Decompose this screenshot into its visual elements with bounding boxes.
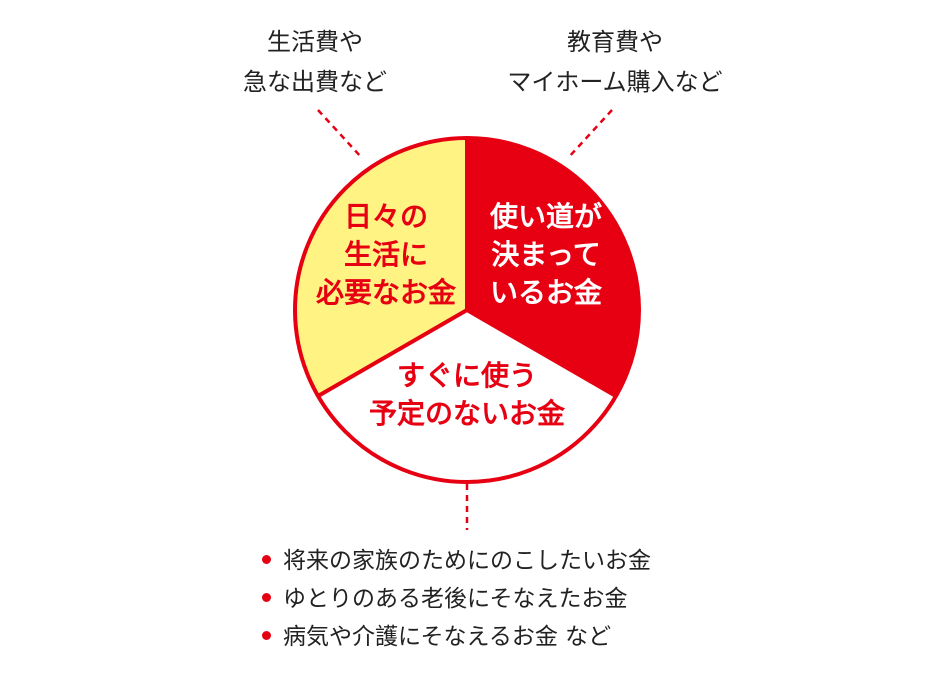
callout-education-home-line2: マイホーム購入など <box>507 68 723 96</box>
list-item-text: 将来の家族のためにのこしたいお金 <box>283 548 651 574</box>
savings-examples-list: 将来の家族のためにのこしたいお金 ゆとりのある老後にそなえたお金 病気や介護にそ… <box>262 542 651 656</box>
callout-education-home: 教育費や マイホーム購入など <box>470 22 760 102</box>
bullet-dot-icon <box>262 631 271 640</box>
connector-line-left <box>317 109 363 159</box>
list-item: ゆとりのある老後にそなえたお金 <box>262 580 651 618</box>
list-item: 将来の家族のためにのこしたいお金 <box>262 542 651 580</box>
label-daily-money-line2: 生活に <box>344 238 428 271</box>
label-unplanned-money-line1: すぐに使う <box>397 359 537 392</box>
divider-lower-left <box>317 308 469 398</box>
callout-living-expenses-line2: 急な出費など <box>243 68 387 96</box>
segment-daily-living-money <box>295 138 467 396</box>
bullet-dot-icon <box>262 593 271 602</box>
label-daily-money-line3: 必要なお金 <box>316 276 457 309</box>
segment-planned-use-money <box>467 138 639 396</box>
bullet-dot-icon <box>262 555 271 564</box>
callout-education-home-line1: 教育費や <box>567 28 663 56</box>
connector-line-right <box>567 109 613 159</box>
label-planned-money-line2: 決まって <box>491 238 600 271</box>
divider-lower-right <box>465 308 617 398</box>
list-item: 病気や介護にそなえるお金 など <box>262 618 651 656</box>
label-unplanned-money-line2: 予定のないお金 <box>369 397 566 430</box>
callout-living-expenses: 生活費や 急な出費など <box>190 22 440 102</box>
list-item-text: 病気や介護にそなえるお金 など <box>283 624 612 650</box>
segment-unplanned-money <box>318 310 616 482</box>
label-planned-money-line1: 使い道が <box>489 200 602 233</box>
label-daily-money-line1: 日々の <box>344 200 428 233</box>
label-planned-money-line3: いるお金 <box>490 276 603 309</box>
list-item-text: ゆとりのある老後にそなえたお金 <box>283 586 628 612</box>
callout-living-expenses-line1: 生活費や <box>267 28 363 56</box>
